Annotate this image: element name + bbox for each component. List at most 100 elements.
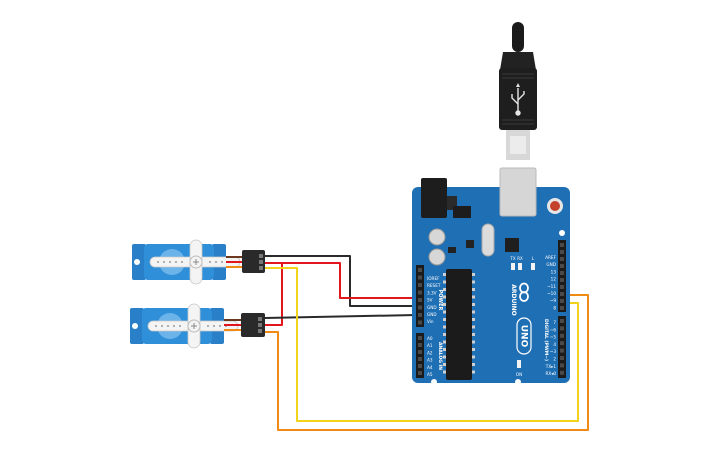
analog-section-label: ANALOG IN [437, 342, 443, 370]
wire-ground-bottom[interactable] [264, 314, 417, 319]
header-pin[interactable] [418, 336, 422, 340]
header-pin[interactable] [560, 271, 564, 275]
usb-b-port[interactable] [499, 167, 537, 217]
header-pin[interactable] [560, 306, 564, 310]
header-pin[interactable] [560, 257, 564, 261]
chip-pin [443, 318, 446, 321]
chip-pin [472, 340, 475, 344]
chip-pin [443, 288, 446, 291]
wire-signal-servo-2[interactable] [265, 294, 589, 431]
usb-cable[interactable] [499, 22, 537, 160]
header-pin[interactable] [560, 250, 564, 254]
digital-pin-label: 7 [553, 320, 556, 325]
usb-symbol-arrow [516, 83, 520, 87]
chip-pin [472, 370, 475, 374]
led-on-label: ON [516, 372, 522, 377]
header-pin[interactable] [560, 326, 564, 331]
led-tx-label: TX [509, 256, 515, 261]
digital-header-upper[interactable] [558, 240, 566, 312]
header-pin[interactable] [418, 298, 422, 302]
header-pin[interactable] [418, 313, 422, 317]
arduino-logo: ARDUINO UNO [510, 282, 532, 355]
header-pin[interactable] [560, 348, 564, 353]
header-pin[interactable] [560, 292, 564, 296]
digital-header-lower[interactable] [558, 316, 566, 378]
header-pin[interactable] [418, 357, 422, 361]
header-pin[interactable] [560, 285, 564, 289]
digital-pin-label: ~11 [547, 284, 556, 289]
capacitor-2 [428, 248, 446, 266]
servo-1-connector-pins [259, 254, 263, 270]
servo-2-connector-pins [258, 317, 262, 333]
servo-1-leads [226, 256, 243, 268]
header-pin[interactable] [418, 320, 422, 325]
header-pin[interactable] [418, 268, 422, 272]
analog-header[interactable] [416, 333, 424, 378]
power-pin-label: GND [427, 305, 437, 310]
model-label: UNO [519, 325, 529, 348]
header-pin[interactable] [560, 341, 564, 346]
chip-pin [443, 370, 446, 374]
header-pin[interactable] [418, 364, 422, 368]
digital-pin-label: 2 [553, 357, 556, 362]
header-pin[interactable] [560, 243, 564, 247]
digital-pin-label: 8 [553, 305, 556, 310]
header-pin[interactable] [418, 343, 422, 347]
chip-pin [443, 273, 446, 276]
wire-power-top[interactable] [265, 262, 416, 299]
header-pin[interactable] [418, 283, 422, 287]
digital-pin-label: ~3 [550, 349, 557, 354]
power-header[interactable] [416, 265, 424, 327]
usb-strain-relief [500, 52, 536, 70]
header-pin[interactable] [560, 363, 564, 368]
status-leds: TX RX L ON [509, 256, 535, 377]
led-on [517, 360, 521, 368]
led-l [531, 263, 535, 270]
chip-pin [443, 363, 446, 366]
header-pin[interactable] [560, 356, 564, 360]
chip-pin [472, 333, 475, 336]
usb-plug-tongue [510, 136, 526, 154]
power-pin-label: IOREF [427, 276, 440, 281]
led-rx [518, 263, 522, 270]
chip-pins [443, 273, 475, 374]
header-pin[interactable] [418, 371, 422, 375]
analog-pin-label: A1 [427, 343, 433, 348]
regulator-tab [453, 206, 471, 218]
wire-signal-servo-1[interactable] [265, 267, 579, 422]
servo-2-hole-left [132, 323, 138, 329]
usb-cable-cord [512, 22, 524, 52]
header-pin[interactable] [560, 319, 564, 323]
digital-pin-label: GND [546, 262, 556, 267]
header-pin[interactable] [418, 350, 422, 354]
power-section-label: POWER [437, 290, 443, 311]
chip-pin [472, 303, 475, 306]
header-pin[interactable] [560, 299, 564, 303]
power-pin-label: Vin [427, 319, 434, 324]
digital-pin-label: 4 [553, 342, 556, 347]
header-pin[interactable] [560, 278, 564, 282]
chip-pin [472, 288, 475, 291]
servo-2-screw-icon [191, 323, 197, 329]
header-pin[interactable] [418, 290, 422, 295]
power-pin-label: RESET [427, 283, 441, 288]
chip-pin [443, 303, 446, 306]
header-pin[interactable] [418, 305, 422, 310]
reset-button[interactable] [550, 201, 560, 211]
servo-motor-1[interactable] [132, 239, 265, 285]
header-pin[interactable] [560, 333, 564, 338]
voltage-regulator [447, 196, 457, 210]
usb-controller-chip [505, 238, 519, 252]
digital-section-label: DIGITAL (PWM~) [543, 319, 549, 361]
wire-ground-top[interactable] [265, 255, 416, 307]
header-pin[interactable] [418, 275, 422, 280]
header-pin[interactable] [560, 370, 564, 375]
header-pin[interactable] [560, 264, 564, 268]
wire-power-bottom[interactable] [265, 263, 283, 326]
servo-motor-2[interactable] [130, 303, 265, 349]
model-badge [516, 317, 532, 355]
analog-pin-label: A2 [427, 350, 433, 355]
dc-power-jack[interactable] [421, 178, 447, 218]
